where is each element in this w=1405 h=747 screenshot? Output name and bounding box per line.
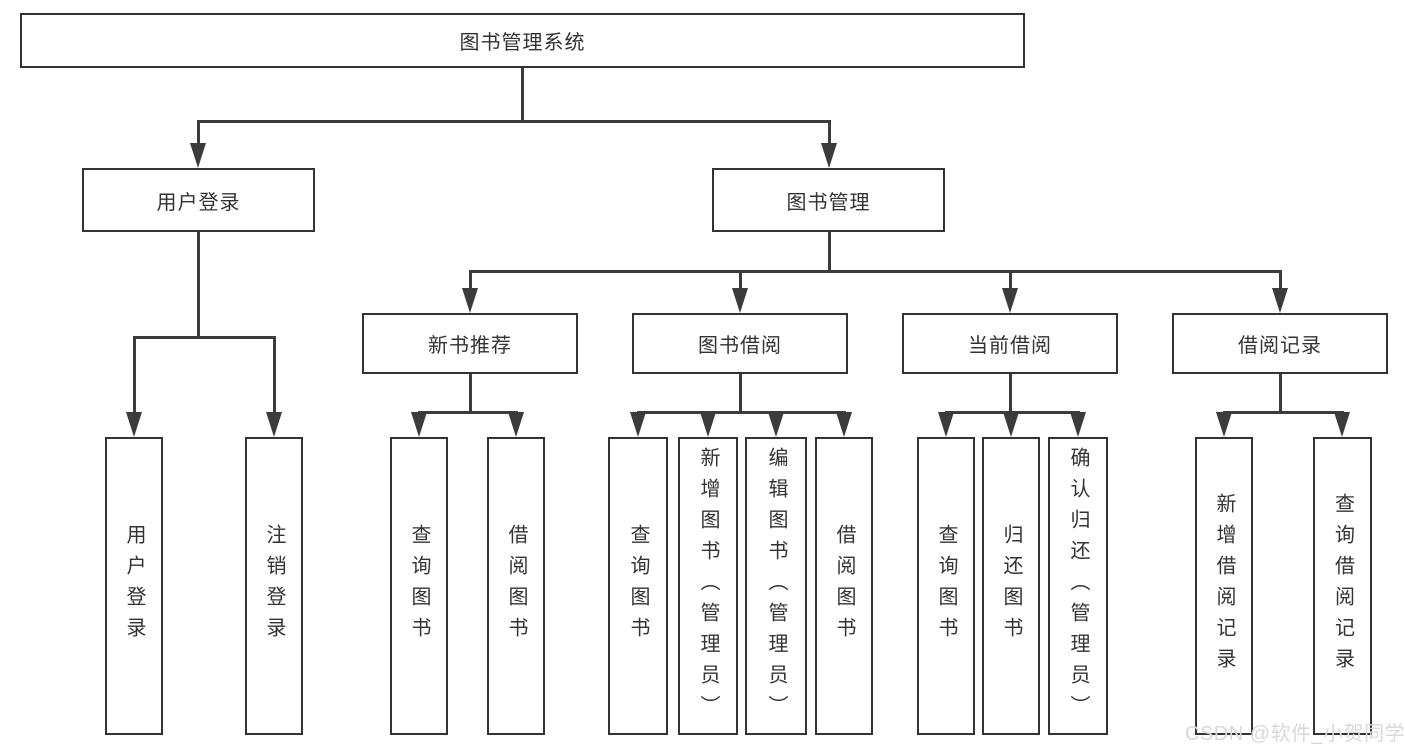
node-user-login: 用户登录 [82,168,315,232]
connector-line [418,411,518,414]
arrow-down-icon [508,412,524,437]
arrow-down-icon [821,143,837,168]
connector-line [133,336,276,339]
csdn-watermark: CSDN @软件_小贺同学 [1185,723,1405,745]
node-current-borrow: 当前借阅 [902,313,1118,374]
arrow-down-icon [938,412,954,437]
connector-line [133,336,136,413]
arrow-down-icon [411,412,427,437]
leaf-user-login: 用户登录 [105,437,163,735]
connector-line [197,120,831,123]
leaf-label: 新增借阅记录 [1213,493,1235,679]
connector-line [1223,411,1344,414]
connector-line [739,270,742,289]
leaf-confirm-return-admin: 确认归还（管理员） [1048,437,1108,735]
arrow-down-icon [768,412,784,437]
leaf-label: 用户登录 [123,524,145,648]
leaf-add-borrow-record: 新增借阅记录 [1195,437,1253,735]
leaf-borrow-books-recommend: 借阅图书 [487,437,545,735]
leaf-logout: 注销登录 [245,437,303,735]
leaf-edit-book-admin: 编辑图书（管理员） [745,437,807,735]
leaf-label: 注销登录 [263,524,285,648]
arrow-down-icon [630,412,646,437]
leaf-label: 查询借阅记录 [1331,493,1354,679]
connector-line [1009,270,1012,289]
connector-line [828,232,831,272]
arrow-down-icon [700,412,716,437]
node-root-label: 图书管理系统 [459,32,586,54]
leaf-label: 查询图书 [627,524,649,648]
arrow-down-icon [1070,412,1086,437]
connector-line [469,270,472,289]
arrow-down-icon [1002,288,1018,313]
arrow-down-icon [190,143,206,168]
connector-line [197,232,200,338]
leaf-return-book: 归还图书 [982,437,1040,735]
node-new-book-recommend-label: 新书推荐 [428,335,512,357]
leaf-label: 查询图书 [935,524,957,648]
leaf-query-books-borrow: 查询图书 [608,437,668,735]
connector-line [637,411,846,414]
connector-line [739,374,742,412]
leaf-label: 确认归还（管理员） [1067,446,1089,726]
leaf-label: 编辑图书（管理员） [765,446,787,726]
node-borrow-records: 借阅记录 [1172,313,1388,374]
connector-line [469,374,472,412]
connector-line [521,68,524,120]
leaf-label: 借阅图书 [833,524,855,648]
node-new-book-recommend: 新书推荐 [362,313,578,374]
arrow-down-icon [836,412,852,437]
connector-line [273,336,276,413]
leaf-label: 归还图书 [1000,524,1022,648]
node-book-borrow-label: 图书借阅 [698,335,782,357]
connector-line [1279,374,1282,412]
leaf-add-book-admin: 新增图书（管理员） [678,437,738,735]
arrow-down-icon [126,412,142,437]
arrow-down-icon [1272,288,1288,313]
leaf-query-borrow-record: 查询借阅记录 [1313,437,1372,735]
connector-line [469,270,1282,273]
node-book-borrow: 图书借阅 [632,313,848,374]
connector-line [1279,270,1282,289]
node-user-login-label: 用户登录 [156,191,241,214]
arrow-down-icon [1334,412,1350,437]
leaf-label: 借阅图书 [505,524,527,648]
arrow-down-icon [1003,412,1019,437]
arrow-down-icon [1216,412,1232,437]
leaf-query-books-current: 查询图书 [917,437,975,735]
leaf-query-books-recommend: 查询图书 [390,437,448,735]
leaf-borrow-books: 借阅图书 [815,437,873,735]
node-root: 图书管理系统 [20,13,1025,68]
node-book-management: 图书管理 [712,168,945,232]
connector-line [828,120,831,144]
arrow-down-icon [732,288,748,313]
arrow-down-icon [266,412,282,437]
leaf-label: 新增图书（管理员） [697,446,719,726]
connector-line [1009,374,1012,412]
connector-line [197,120,200,144]
arrow-down-icon [462,288,478,313]
node-book-management-label: 图书管理 [786,191,871,214]
leaf-label: 查询图书 [408,524,430,648]
node-current-borrow-label: 当前借阅 [968,335,1052,357]
node-borrow-records-label: 借阅记录 [1238,335,1322,357]
